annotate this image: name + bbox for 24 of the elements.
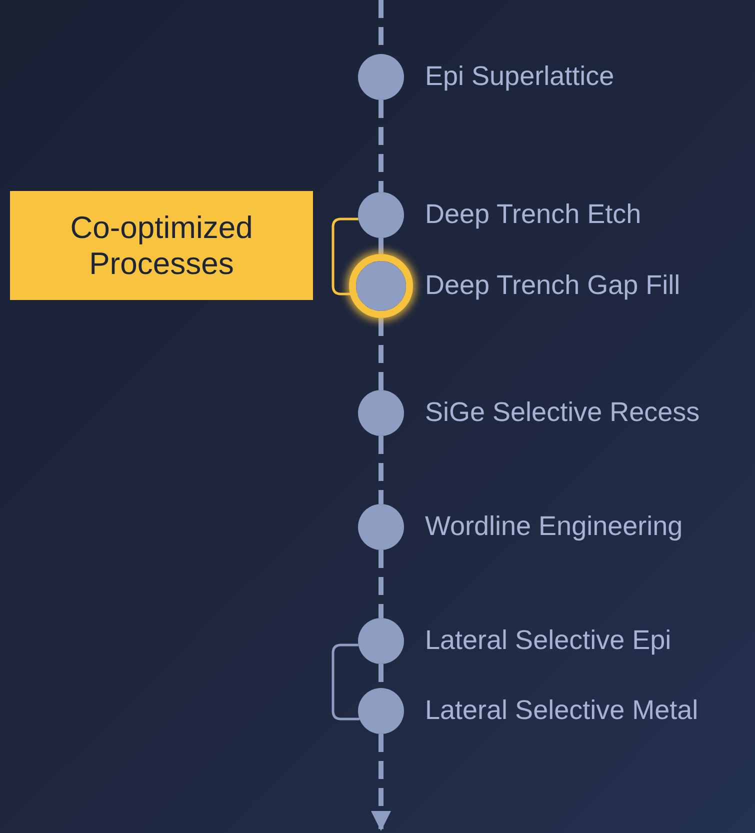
step-label: Deep Trench Etch: [425, 198, 642, 230]
step-circle: [358, 504, 404, 550]
step-label: Lateral Selective Metal: [425, 694, 698, 726]
step-circle: [358, 688, 404, 734]
step-label: Deep Trench Gap Fill: [425, 269, 680, 301]
step-label: Lateral Selective Epi: [425, 624, 672, 656]
step-label: SiGe Selective Recess: [425, 396, 700, 428]
step-label: Wordline Engineering: [425, 510, 683, 542]
dashed-line: [378, 436, 384, 504]
dashed-line: [378, 100, 384, 192]
step-circle: [358, 390, 404, 436]
step-circle: [358, 192, 404, 238]
highlighted-step-circle: [349, 254, 413, 318]
label-box: [10, 191, 313, 300]
dashed-line: [378, 318, 384, 390]
bracket-line: [332, 644, 360, 720]
bracket-line: [332, 218, 360, 296]
step-circle: [358, 54, 404, 100]
dashed-arrow: [371, 734, 391, 831]
step-circle: [358, 618, 404, 664]
box-label: Co-optimized Processes: [69, 210, 254, 282]
step-label: Epi Superlattice: [425, 60, 614, 92]
dashed-line: [378, 550, 384, 618]
dashed-line: [378, 238, 384, 254]
